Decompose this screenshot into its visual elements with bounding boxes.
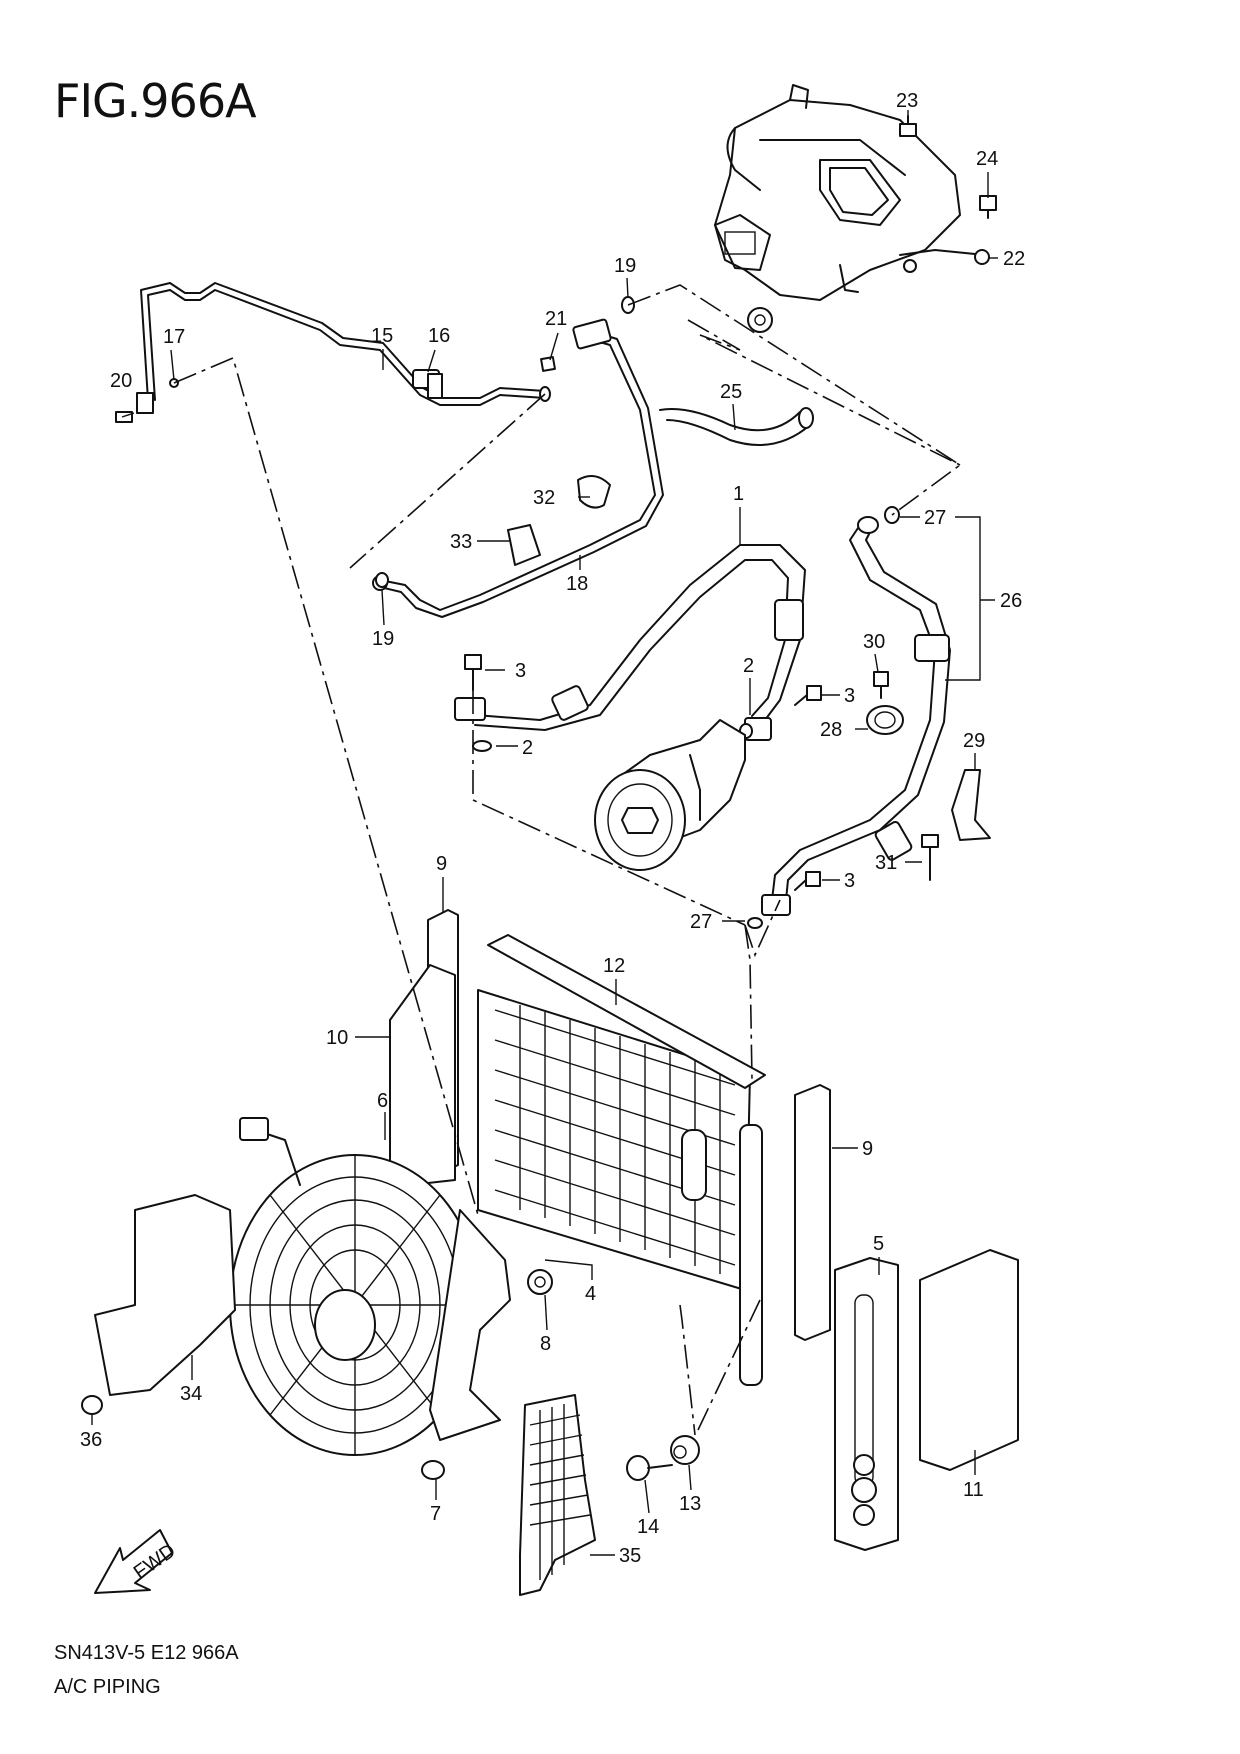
callout-23: 23 — [896, 90, 918, 112]
callout-8: 8 — [540, 1333, 551, 1355]
callout-9b: 9 — [862, 1138, 873, 1160]
fan-assembly-6 — [229, 1117, 511, 1456]
callout-15: 15 — [371, 325, 393, 347]
condenser-4 — [477, 989, 763, 1386]
seal-10 — [389, 964, 456, 1186]
callout-3b: 3 — [844, 685, 855, 707]
pressure-switch-16 — [412, 369, 443, 399]
callout-1: 1 — [733, 483, 744, 505]
nut-7 — [421, 1460, 445, 1480]
callout-27a: 27 — [924, 507, 946, 529]
callout-22: 22 — [1003, 248, 1025, 270]
bracket-29 — [951, 769, 991, 841]
callout-3c: 3 — [844, 870, 855, 892]
callout-24: 24 — [976, 148, 998, 170]
callout-33: 33 — [450, 531, 472, 553]
callout-10: 10 — [326, 1027, 348, 1049]
callout-labels: 1 2 2 3 3 3 4 5 6 7 8 9 9 10 11 12 13 14… — [80, 90, 1025, 1567]
callout-14: 14 — [637, 1516, 659, 1538]
hose-1 — [454, 544, 806, 741]
callout-7: 7 — [430, 1503, 441, 1525]
callout-35: 35 — [619, 1545, 641, 1567]
cushion-13 — [670, 1435, 700, 1465]
pipe-18 — [372, 318, 664, 618]
callout-4: 4 — [585, 1283, 596, 1305]
clamp-33 — [507, 524, 541, 566]
callout-2a: 2 — [743, 655, 754, 677]
callout-9a: 9 — [436, 853, 447, 875]
callout-2b: 2 — [522, 737, 533, 759]
o-ring-2-left — [472, 740, 492, 752]
hose-25 — [659, 407, 814, 446]
callout-11: 11 — [963, 1479, 984, 1501]
callout-26: 26 — [1000, 590, 1022, 612]
fwd-arrow-icon: FWD — [94, 1529, 180, 1594]
callout-31: 31 — [875, 852, 897, 874]
nut-36 — [81, 1395, 103, 1415]
callout-19b: 19 — [372, 628, 394, 650]
hose-26 — [761, 516, 951, 916]
bolt-30 — [873, 671, 889, 699]
bolt-3-left — [464, 654, 482, 691]
seal-9-right — [794, 1084, 831, 1341]
callout-29: 29 — [963, 730, 985, 752]
bolt-24 — [979, 195, 997, 219]
bolt-21 — [540, 356, 556, 372]
callout-36: 36 — [80, 1429, 102, 1451]
callout-30: 30 — [863, 631, 885, 653]
callout-12: 12 — [603, 955, 625, 977]
bolt-3-mid — [794, 685, 822, 706]
clamp-32 — [577, 475, 611, 509]
bolt-14 — [626, 1455, 673, 1481]
callout-27b: 27 — [690, 911, 712, 933]
callout-18: 18 — [566, 573, 588, 595]
callout-20: 20 — [110, 370, 132, 392]
filter-11 — [919, 1249, 1019, 1471]
shroud-35 — [519, 1394, 596, 1596]
bolt-23 — [899, 115, 917, 137]
callout-6: 6 — [377, 1090, 388, 1112]
figure-name: A/C PIPING — [54, 1676, 161, 1698]
bolt-31 — [921, 834, 939, 881]
washer-8 — [527, 1269, 553, 1295]
leader-lines — [91, 110, 998, 1556]
figure-title: FIG.966A — [54, 74, 257, 128]
receiver-dryer-5 — [834, 1257, 899, 1551]
upper-seal-12 — [487, 934, 766, 1089]
callout-17: 17 — [163, 326, 185, 348]
callout-25: 25 — [720, 381, 742, 403]
o-ring-19-bottom — [375, 572, 389, 588]
hvac-unit — [714, 84, 990, 333]
compressor — [594, 719, 746, 871]
reference-lines — [173, 284, 962, 1436]
callout-5: 5 — [873, 1233, 884, 1255]
callout-28: 28 — [820, 719, 842, 741]
clamp-28 — [866, 705, 904, 735]
callout-3a: 3 — [515, 660, 526, 682]
callout-19a: 19 — [614, 255, 636, 277]
callout-34: 34 — [180, 1383, 202, 1405]
figure-code: SN413V-5 E12 966A — [54, 1642, 239, 1664]
callout-13: 13 — [679, 1493, 701, 1515]
callout-16: 16 — [428, 325, 450, 347]
callout-21: 21 — [545, 308, 567, 330]
pipe-15 — [140, 282, 551, 406]
shroud-34 — [94, 1194, 236, 1396]
bolt-3-bottom — [794, 871, 821, 891]
o-ring-27-bottom — [747, 917, 763, 929]
callout-32: 32 — [533, 487, 555, 509]
